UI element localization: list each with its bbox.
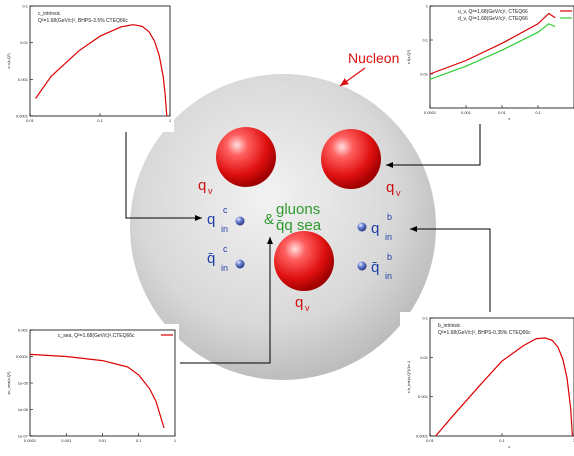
x-axis-label: x	[508, 444, 510, 449]
valence-label-left: q v	[198, 177, 213, 196]
svg-text:q: q	[207, 211, 215, 228]
nucleon-pointer-arrow	[339, 67, 366, 87]
svg-text:v: v	[208, 186, 213, 196]
x-tick-label: 0.01	[99, 438, 108, 443]
valence-quark-ball-left	[216, 127, 276, 187]
series-line-1	[429, 23, 556, 80]
intrinsic-charm-quark: q c in	[207, 205, 245, 234]
x-tick-label: 0.0001	[424, 110, 437, 115]
svg-text:q̄: q̄	[371, 259, 379, 276]
y-tick-label: 0.01	[420, 72, 429, 77]
svg-text:q: q	[295, 294, 303, 311]
svg-text:c: c	[223, 205, 228, 215]
y-axis-label: xc_sea(x,Q²)	[6, 371, 11, 395]
svg-text:b: b	[387, 252, 392, 262]
y-axis-label: x f(x,Q²)	[406, 49, 411, 64]
chart-charm-sea: 0.0001 0.001 0.01 0.1 1 1e-07 1e-06 1e-05 0.0001…	[0, 324, 179, 452]
svg-text:q: q	[198, 177, 206, 194]
nucleon-label: Nucleon	[348, 50, 399, 66]
x-tick-label: 0.1	[499, 438, 505, 443]
arrow-bottomright-to-bottom	[410, 226, 491, 318]
intrinsic-antibottom-quark: q̄ b in	[357, 252, 392, 281]
y-tick-label: 1e-05	[18, 381, 29, 386]
y-tick-label: 0.001	[418, 394, 429, 399]
y-tick-label: 0.1	[422, 38, 428, 43]
svg-text:v: v	[305, 303, 310, 313]
y-tick-label: 0.0001	[416, 434, 429, 439]
chart-background	[0, 0, 174, 132]
y-tick-label: 0.0001	[16, 114, 29, 119]
svg-text:b: b	[387, 212, 392, 222]
y-tick-label: 1	[426, 4, 429, 9]
chart-valence-pdf: 0.0001 0.001 0.01 0.1 0.01 0.1 1 u_v, Q²=1.68(G…	[400, 0, 574, 124]
x-tick-label: 0.1	[136, 438, 142, 443]
y-tick-label: 0.0001	[16, 354, 29, 359]
svg-text:in: in	[385, 271, 392, 281]
y-axis-label: x c(x,Q²)	[6, 53, 11, 69]
chart-background	[400, 0, 574, 124]
series-line-0	[435, 337, 573, 437]
arrow-topright-to-valence	[386, 108, 481, 168]
x-tick-label: 0.01	[26, 118, 35, 123]
legend-entry: u_v, Q²=1.68(GeV/c)², CTEQ66	[458, 9, 528, 15]
x-tick-label: 0.001	[461, 110, 472, 115]
x-tick-label: 0.1	[535, 110, 541, 115]
y-tick-label: 0.01	[420, 355, 429, 360]
arrow-bottomleft-to-gluons	[180, 237, 273, 364]
y-tick-label: 0.01	[20, 40, 29, 45]
valence-label-bottom: q v	[295, 294, 310, 313]
valence-quark-ball-bottom	[274, 231, 334, 291]
x-tick-label: 1	[174, 438, 177, 443]
x-tick-label: 0.01	[426, 438, 435, 443]
chart-charm-intrinsic: 0.01 0.1 1 0.0001 0.001 0.01 0.1 c_intrinsicQ²=…	[0, 0, 174, 132]
y-tick-label: 0.001	[18, 328, 29, 333]
svg-text:in: in	[221, 224, 228, 234]
y-tick-label: 0.1	[422, 316, 428, 321]
valence-label-right: q v	[386, 179, 401, 198]
chart-title-line: Q²=1.68(GeV/c)², BHPS-0.35% CTEQ66c	[438, 330, 531, 336]
series-line-0	[35, 24, 168, 117]
gluon-label: gluons	[276, 201, 320, 218]
svg-text:in: in	[221, 263, 228, 273]
svg-text:in: in	[385, 232, 392, 242]
y-tick-label: 0.001	[18, 77, 29, 82]
svg-text:v: v	[396, 188, 401, 198]
x-tick-label: 1	[573, 438, 574, 443]
svg-text:q: q	[371, 220, 379, 237]
x-tick-label: 0.0001	[24, 438, 37, 443]
arrow-topleft-to-charm	[125, 116, 202, 221]
x-tick-label: 0.001	[61, 438, 72, 443]
y-axis-label: x b_intr(x,Q²)/1e-1	[406, 360, 411, 393]
chart-title-line: Q²=1.68(GeV/c)², BHPS-3.5% CTEQ66c	[38, 18, 128, 24]
svg-text:q̄: q̄	[207, 250, 215, 267]
x-tick-label: 0.01	[498, 110, 507, 115]
chart-title-line: b_intrinsic	[438, 323, 461, 329]
intrinsic-anticharm-quark: q̄ c in	[207, 244, 245, 273]
x-tick-label: 0.1	[97, 118, 103, 123]
gluon-ampersand: &	[264, 211, 274, 228]
x-tick-label: 1	[169, 118, 172, 123]
series-line-0	[429, 12, 556, 75]
intrinsic-bottom-quark: q b in	[357, 212, 392, 242]
valence-quark-ball-right	[321, 129, 381, 189]
y-tick-label: 1e-06	[18, 407, 29, 412]
x-axis-label: x	[508, 116, 510, 121]
legend-entry: c_sea, Q²=1.68(GeV/c)²,CTEQ66c	[58, 333, 135, 339]
y-tick-label: 1e-07	[18, 434, 29, 439]
series-line-0	[29, 353, 165, 429]
chart-bottom-intrinsic: 0.01 0.1 1 0.0001 0.001 0.01 0.1 b_intrinsicQ²=…	[400, 312, 574, 452]
sea-label: q̄q sea	[276, 217, 322, 234]
chart-title-line: c_intrinsic	[38, 11, 61, 17]
legend-entry: d_v, Q²=1.68(GeV/c)², CTEQ66	[458, 16, 528, 22]
chart-background	[400, 312, 574, 452]
svg-text:q: q	[386, 179, 394, 196]
svg-text:c: c	[223, 244, 228, 254]
y-tick-label: 0.1	[22, 4, 28, 9]
